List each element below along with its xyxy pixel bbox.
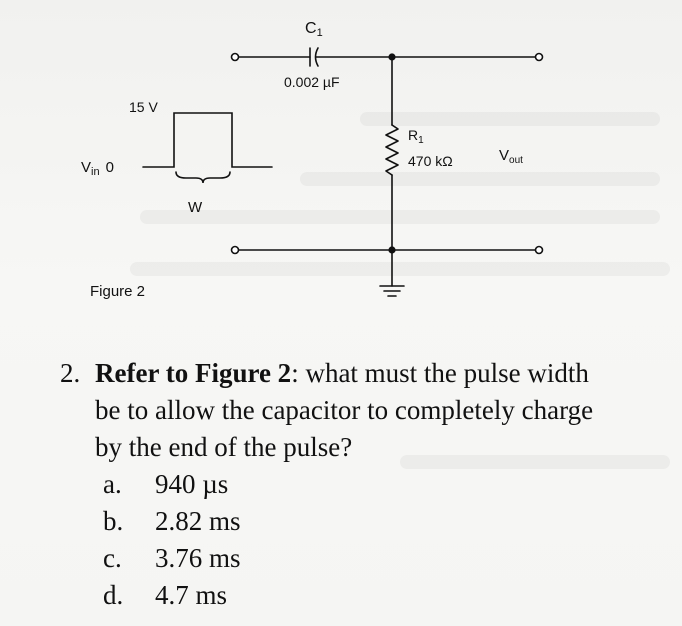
capacitor-value: 0.002 µF [284,74,340,90]
question-2: 2. Refer to Figure 2: what must the pulse… [60,355,680,614]
figure-reference: Refer to Figure 2 [95,358,292,388]
answer-choice-a: a. 940 µs [60,466,680,503]
junction-dot [388,246,396,254]
output-terminal-top [534,52,544,62]
choice-letter: d. [103,580,124,610]
capacitor-name: C1 [305,20,323,39]
question-text: : what must the pulse width [291,358,589,388]
figure-caption: Figure 2 [90,283,145,300]
width-brace [175,171,231,184]
choice-text: 940 µs [155,469,229,499]
choice-text: 2.82 ms [155,506,241,536]
question-number: 2. [60,358,81,388]
choice-letter: c. [103,543,122,573]
bleed-through-line [360,112,660,126]
answer-choice-b: b. 2.82 ms [60,503,680,540]
pulse-waveform [142,112,273,168]
answer-choice-c: c. 3.76 ms [60,540,680,577]
choice-letter: b. [103,506,124,536]
choice-text: 4.7 ms [155,580,228,610]
resistor-name: R1 [408,127,424,146]
bleed-through-line [130,262,670,276]
input-terminal-top [230,52,240,62]
question-text: be to allow the capacitor to completely … [95,395,594,425]
answer-choice-d: d. 4.7 ms [60,577,680,614]
choice-text: 3.76 ms [155,543,241,573]
bleed-through-line [400,455,670,469]
input-terminal-bottom [230,245,240,255]
pulse-amplitude: 15 V [129,99,158,115]
vout-label: Vout [499,147,523,166]
bleed-through-line [300,172,660,186]
question-line: 2. Refer to Figure 2: what must the pulse… [60,355,680,392]
choice-letter: a. [103,469,122,499]
resistor-value: 470 kΩ [408,153,453,169]
pulse-width-label: W [188,199,203,216]
resistor-r1 [385,124,399,176]
question-text: by the end of the pulse? [95,432,353,462]
bleed-through-line [140,210,660,224]
output-terminal-bottom [534,245,544,255]
